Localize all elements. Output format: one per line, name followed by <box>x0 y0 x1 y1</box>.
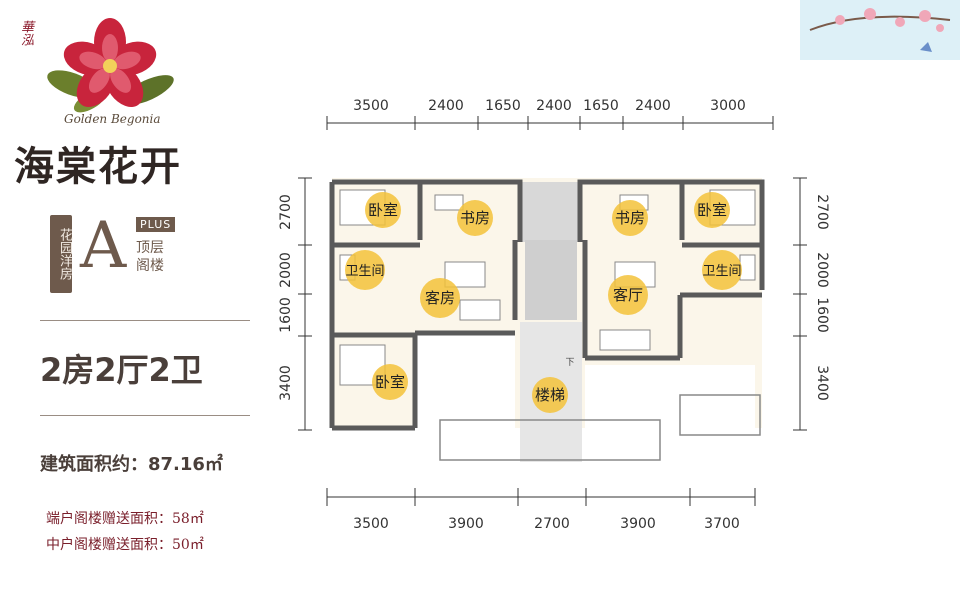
floor-plan: 卧室 书房 书房 卧室 卫生间 客房 客厅 卫生间 卧室 楼梯 下 3500 2… <box>278 98 830 532</box>
layout-title: 2房2厅2卫 <box>40 351 203 389</box>
right-dimensions: 2700 2000 1600 3400 <box>814 194 830 401</box>
room-dot <box>694 192 730 228</box>
dim-label: 3900 <box>620 516 656 532</box>
dim-label: 3700 <box>704 516 740 532</box>
room-label-stairs: 楼梯 <box>535 386 565 404</box>
divider <box>40 415 250 416</box>
dim-label: 3500 <box>353 98 389 114</box>
bonus-value: 50㎡ <box>172 537 204 553</box>
dim-label: 3400 <box>278 365 294 401</box>
dim-label: 2700 <box>278 194 294 230</box>
room-dot <box>420 278 460 318</box>
room-dot <box>457 200 493 236</box>
top-dimensions: 3500 2400 1650 2400 1650 2400 3000 <box>353 98 746 114</box>
room-label-bedroom: 卧室 <box>375 373 405 391</box>
blossom-decoration-icon <box>800 0 960 60</box>
plan-walls <box>329 179 765 431</box>
unit-type-letter: A <box>80 209 127 283</box>
dim-label: 3000 <box>710 98 746 114</box>
area-label: 建筑面积约： <box>40 454 148 475</box>
dim-label: 1600 <box>278 297 294 333</box>
brand-name-cn: 海棠花开 <box>14 143 182 190</box>
dim-label: 1650 <box>583 98 619 114</box>
room-label-study: 书房 <box>460 209 490 227</box>
info-panel: 華泓 Golden Begonia 海棠花开 花 <box>0 0 300 600</box>
room-dot <box>612 200 648 236</box>
unit-type-vertical-label: 花园洋房 <box>50 215 72 293</box>
unit-type-plus-badge: PLUS <box>136 217 176 232</box>
room-label-study: 书房 <box>615 209 645 227</box>
room-label-bathroom: 卫生间 <box>345 264 384 279</box>
stair-direction-note: 下 <box>565 358 574 368</box>
building-area: 建筑面积约：87.16㎡ <box>40 450 223 476</box>
room-dot <box>702 250 742 290</box>
unit-type: 花园洋房 A PLUS 顶层阁楼 <box>50 209 180 293</box>
dim-label: 2400 <box>536 98 572 114</box>
room-label-living-room: 客厅 <box>613 286 643 304</box>
room-dot <box>365 192 401 228</box>
divider <box>40 320 250 321</box>
brand-name-en: Golden Begonia <box>64 112 161 126</box>
room-label-guest-room: 客房 <box>425 289 455 307</box>
area-value: 87.16㎡ <box>148 454 223 475</box>
bonus-value: 58㎡ <box>172 511 204 527</box>
room-dot <box>372 364 408 400</box>
bonus-area-middle-unit: 中户阁楼赠送面积：50㎡ <box>46 534 204 554</box>
begonia-logo-icon <box>47 18 174 113</box>
dim-label: 1600 <box>814 297 830 333</box>
bonus-area-end-unit: 端户阁楼赠送面积：58㎡ <box>46 508 204 528</box>
room-labels: 卧室 书房 书房 卧室 卫生间 客房 客厅 卫生间 卧室 楼梯 下 <box>345 192 742 413</box>
bonus-label: 中户阁楼赠送面积： <box>46 537 172 553</box>
dim-label: 3900 <box>448 516 484 532</box>
dim-label: 1650 <box>485 98 521 114</box>
room-label-bedroom: 卧室 <box>368 201 398 219</box>
bonus-label: 端户阁楼赠送面积： <box>46 511 172 527</box>
dim-label: 2700 <box>814 194 830 230</box>
dimension-lines <box>298 116 807 506</box>
unit-type-subtitle: 顶层阁楼 <box>136 240 164 274</box>
bottom-dimensions: 3500 3900 2700 3900 3700 <box>353 516 740 532</box>
dim-label: 3400 <box>814 365 830 401</box>
dim-label: 2000 <box>814 252 830 288</box>
room-label-bedroom: 卧室 <box>697 201 727 219</box>
dim-label: 2000 <box>278 252 294 288</box>
dim-label: 2700 <box>534 516 570 532</box>
dim-label: 2400 <box>428 98 464 114</box>
left-dimensions: 2700 2000 1600 3400 <box>278 194 294 401</box>
room-dot <box>345 250 385 290</box>
dim-label: 3500 <box>353 516 389 532</box>
brand-seal: 華泓 <box>18 20 33 46</box>
dim-label: 2400 <box>635 98 671 114</box>
room-label-bathroom: 卫生间 <box>702 264 741 279</box>
room-dot <box>532 377 568 413</box>
room-dot <box>608 275 648 315</box>
